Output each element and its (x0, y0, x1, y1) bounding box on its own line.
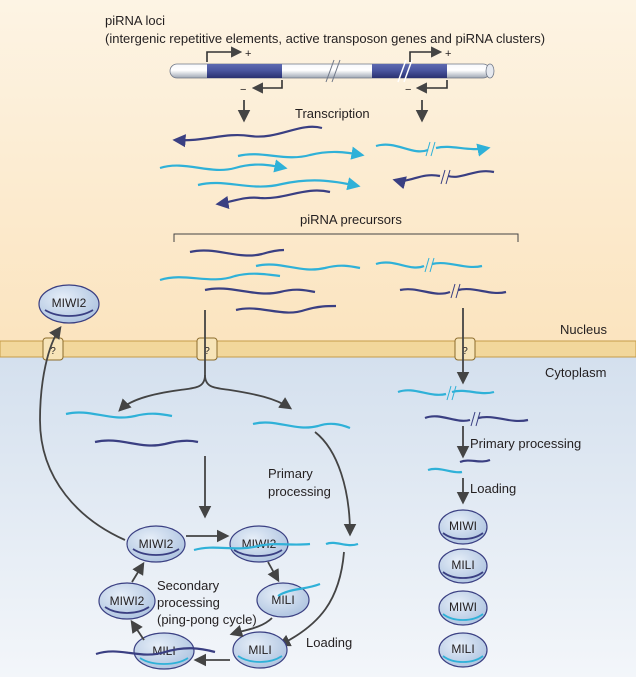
transcripts (159, 125, 495, 210)
svg-text:MIWI2: MIWI2 (139, 537, 174, 551)
dna-locus: + − + − (169, 46, 495, 96)
loading-arrow-bottom (277, 551, 345, 647)
nuclear-pore-right (454, 337, 476, 361)
nuclear-pore-middle (196, 337, 218, 361)
cytoplasm-background (0, 357, 636, 677)
title: piRNA loci (105, 13, 165, 28)
export-arrow-left (118, 310, 206, 412)
precursor (451, 389, 495, 395)
promoter-plus-left (206, 46, 243, 62)
precursors-label: piRNA precursors (300, 212, 402, 227)
protein-miwi2-cycle-left: MIWI2 (98, 582, 156, 620)
precursor (235, 304, 337, 314)
transcript (197, 177, 361, 191)
protein-miwi-2: MIWI (438, 590, 488, 626)
transcript (392, 174, 441, 190)
transcript (215, 189, 331, 210)
processed-pirna (459, 458, 491, 464)
precursor (477, 416, 529, 422)
nuclear-envelope: ? ? ? (0, 337, 636, 361)
plus-right: + (445, 48, 451, 60)
cycle-arrow-bottom-right (229, 617, 273, 638)
transcription-label: Transcription (295, 106, 370, 121)
cytoplasm-precursors-right (397, 385, 529, 474)
secondary-processing-label-1: Secondary (157, 578, 220, 593)
svg-text:MIWI: MIWI (449, 519, 477, 533)
nucleus-background (0, 0, 636, 342)
precursor (94, 439, 199, 447)
primary-processing-label-left-2: processing (268, 484, 331, 499)
transcript (172, 125, 323, 148)
pore-mark-right: ? (462, 346, 468, 357)
cycle-arrow-right (267, 561, 280, 583)
primary-processing-label-right: Primary processing (470, 436, 581, 451)
precursor (399, 288, 451, 295)
protein-miwi2-nuclear: MIWI2 (38, 284, 100, 324)
precursor (189, 248, 285, 257)
protein-miwi2-cycle-top: MIWI2 (126, 525, 186, 563)
precursor (252, 421, 351, 430)
precursor (431, 262, 483, 268)
cytoplasm-label: Cytoplasm (545, 365, 606, 380)
protein-mili-2: MILI (438, 632, 488, 668)
precursor (255, 263, 361, 271)
plus-left: + (245, 48, 251, 60)
precursors-bracket (173, 233, 519, 242)
transcript (159, 159, 288, 173)
svg-text:MILI: MILI (451, 558, 474, 572)
export-arrow-left-branch (204, 374, 293, 410)
precursor (375, 261, 425, 269)
cytoplasm-precursors-left (65, 411, 351, 447)
subtitle: (intergenic repetitive elements, active … (105, 31, 545, 46)
minus-left: − (240, 84, 246, 96)
transcript (447, 170, 495, 178)
pore-mark-left: ? (50, 346, 56, 357)
processed-pirna-loading (325, 541, 359, 547)
precursor (204, 287, 316, 295)
protein-mili-1: MILI (438, 548, 488, 584)
cycle-arrow-bottom-left (130, 619, 145, 641)
primary-processing-label-left-1: Primary (268, 466, 313, 481)
pore-mark-middle: ? (204, 346, 210, 357)
precursor (159, 272, 281, 282)
precursor (65, 411, 173, 419)
primary-arrow-right-branch (314, 431, 357, 537)
precursors (159, 248, 507, 314)
precursor (457, 288, 507, 294)
svg-text:MILI: MILI (248, 643, 271, 657)
precursor (397, 389, 447, 396)
precursor (424, 415, 471, 422)
promoter-plus-right (409, 46, 443, 62)
secondary-processing-label-2: processing (157, 595, 220, 610)
transcript (237, 146, 365, 160)
loading-label-right: Loading (470, 481, 516, 496)
protein-mili-cycle-bottom: MILI (95, 632, 216, 670)
loading-label-bottom: Loading (306, 635, 352, 650)
promoter-minus-left (251, 80, 283, 94)
protein-miwi2-cycle-loaded: MIWI2 (193, 525, 311, 563)
nucleus-label: Nucleus (560, 322, 607, 337)
protein-miwi-1: MIWI (438, 509, 488, 545)
svg-text:MILI: MILI (451, 642, 474, 656)
cycle-arrow-left (131, 561, 145, 583)
nuclear-import-arrow (39, 325, 126, 541)
protein-mili-cycle-right: MILI (256, 582, 321, 618)
svg-text:MIWI: MIWI (449, 600, 477, 614)
processed-pirna (427, 467, 463, 474)
svg-text:MIWI2: MIWI2 (52, 296, 87, 310)
transcript (435, 143, 491, 157)
transcript (375, 143, 429, 153)
secondary-processing-label-3: (ping-pong cycle) (157, 612, 257, 627)
protein-mili-loading: MILI (232, 631, 288, 669)
promoter-minus-right (415, 80, 448, 94)
svg-text:MILI: MILI (271, 593, 294, 607)
svg-text:MIWI2: MIWI2 (110, 594, 145, 608)
minus-right: − (405, 84, 411, 96)
